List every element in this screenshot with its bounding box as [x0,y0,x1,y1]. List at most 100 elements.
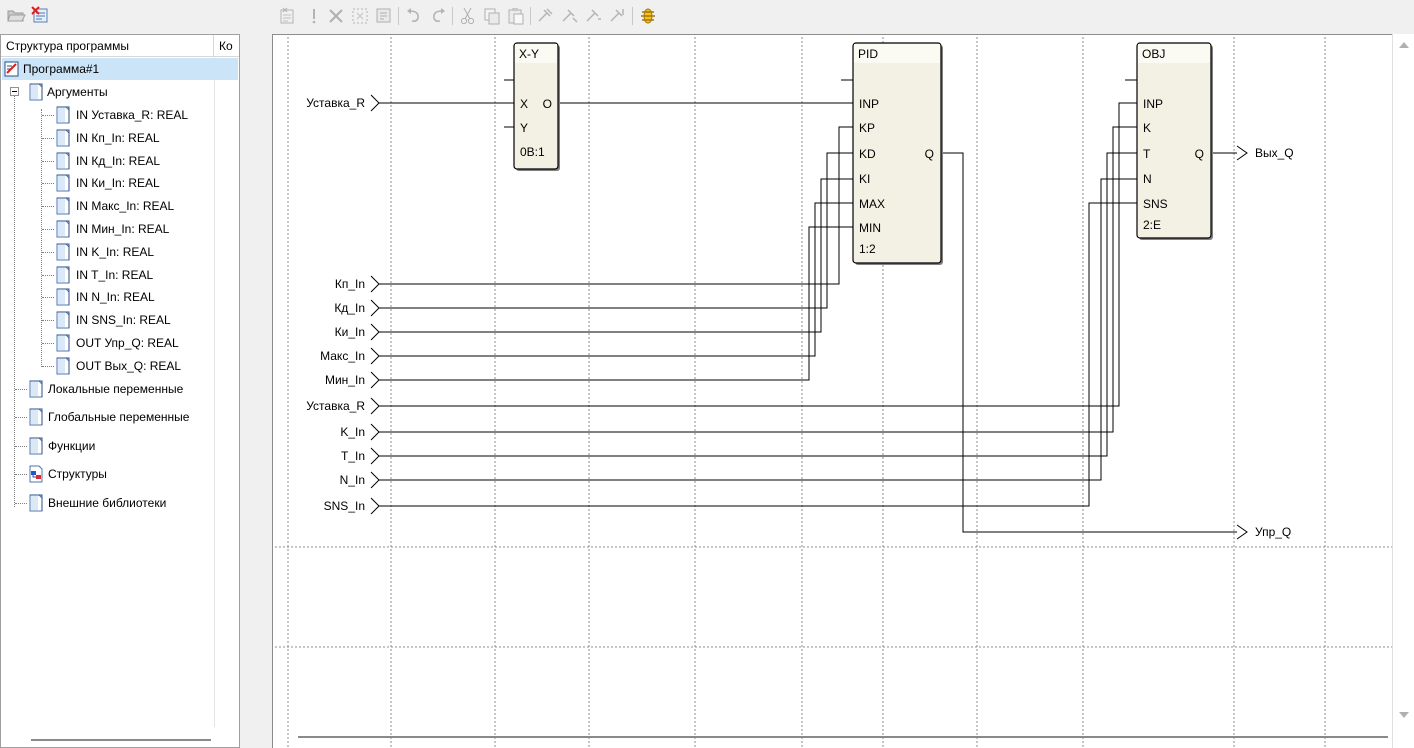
structures-icon [28,465,44,483]
pin-label: MIN [859,221,881,235]
pin-label: INP [859,97,879,111]
tree-item-section[interactable]: Внешние библиотеки [2,492,232,514]
select-area-icon[interactable] [350,6,370,26]
scroll-up-icon[interactable] [1399,42,1409,48]
undo-icon[interactable] [404,6,424,26]
tree-line [15,445,27,447]
delete-icon[interactable] [326,6,346,26]
input-variable-label: Мин_In [325,373,365,387]
tree-item-section[interactable]: Локальные переменные [2,378,232,400]
variable-document-icon [55,266,71,284]
input-variable[interactable]: Кд_In [334,299,380,317]
tree-item-section[interactable]: Структуры [2,463,232,485]
pin-label: Q [925,147,934,161]
tree-item-argument[interactable]: IN Уставка_R: REAL [2,104,232,126]
tree-item-argument[interactable]: OUT Упр_Q: REAL [2,332,232,354]
block-insert-icon[interactable] [374,6,394,26]
tree-item-argument[interactable]: IN T_In: REAL [2,264,232,286]
tree-item-argument[interactable]: IN Кп_In: REAL [2,127,232,149]
input-variable[interactable]: Кп_In [335,275,380,293]
input-variable-label: Кд_In [334,301,365,315]
tree-line [42,365,54,367]
open-folder-icon[interactable] [6,5,26,25]
tree-item-section[interactable]: Глобальные переменные [2,406,232,428]
tree-item-arguments[interactable]: Аргументы [2,81,232,103]
tree-column-divider [214,57,215,727]
exclamation-icon[interactable] [304,6,324,26]
tree-item-argument[interactable]: IN Кд_In: REAL [2,150,232,172]
tree-line [42,343,54,344]
link-tool-1-icon[interactable] [536,6,556,26]
wire [941,152,1237,533]
properties-icon[interactable] [278,6,298,26]
tree-item-argument[interactable]: IN N_In: REAL [2,286,232,308]
wire [379,102,1137,407]
input-variable-label: Уставка_R [306,96,365,110]
input-variable[interactable]: SNS_In [324,497,380,515]
link-tool-2-icon[interactable] [560,6,580,26]
copy-icon[interactable] [482,6,502,26]
tree-header-comment[interactable]: Ко [219,39,233,53]
diagram-vertical-scrollbar[interactable] [1392,34,1414,748]
link-tool-3-icon[interactable] [584,6,604,26]
tree-item-program[interactable]: Программа#1 [2,58,238,80]
link-tool-4-icon[interactable] [608,6,628,26]
tree-item-argument[interactable]: IN Мин_In: REAL [2,218,232,240]
variable-document-icon [55,129,71,147]
input-variable-label: Макс_In [320,349,365,363]
block-footer: 0B:1 [520,145,545,159]
new-item-icon[interactable] [30,5,50,25]
tree-item-label: IN Уставка_R: REAL [76,108,189,122]
input-variable[interactable]: K_In [340,423,380,441]
input-variable[interactable]: Макс_In [320,347,380,365]
wire [379,178,853,333]
pin-label: Y [520,121,528,135]
tree-item-label: Аргументы [47,85,108,99]
wire [379,202,1137,507]
pin-label: INP [1143,97,1163,111]
variable-document-icon [55,152,71,170]
compile-icon[interactable] [638,6,658,26]
tree-item-argument[interactable]: IN Макс_In: REAL [2,195,232,217]
input-variable-label: K_In [340,425,365,439]
pin-label: KD [859,147,876,161]
input-variable[interactable]: Уставка_R [306,397,380,415]
paste-icon[interactable] [506,6,526,26]
tree-line [15,502,27,504]
pid-block-title: PID [858,47,878,61]
program-icon [4,60,20,78]
output-variable[interactable]: Упр_Q [1236,524,1291,540]
input-variable[interactable]: T_In [341,447,380,465]
output-variable[interactable]: Вых_Q [1236,145,1294,161]
cut-icon[interactable] [458,6,478,26]
wire [379,178,1137,481]
redo-icon[interactable] [428,6,448,26]
scroll-down-icon[interactable] [1399,712,1409,718]
pin-label: O [543,97,552,111]
toolbar-separator [452,7,453,25]
tree-horizontal-scrollbar[interactable] [31,739,211,741]
input-variable[interactable]: Ки_In [335,323,380,341]
input-variable[interactable]: Мин_In [325,371,380,389]
tree-item-argument[interactable]: IN Ки_In: REAL [2,172,232,194]
tree-header-structure[interactable]: Структура программы [1,35,214,57]
toolbar-separator [530,7,531,25]
tree-item-argument[interactable]: OUT Вых_Q: REAL [2,355,232,377]
wires [379,79,1237,533]
variable-document-icon [55,243,71,261]
pin-label: T [1143,147,1151,161]
tree-line [15,474,27,476]
tree-item-argument[interactable]: IN K_In: REAL [2,241,232,263]
input-variable-label: N_In [340,473,365,487]
tree-item-section[interactable]: Функции [2,435,232,457]
input-variable[interactable]: Уставка_R [306,94,380,112]
diagram-horizontal-scrollbar[interactable] [298,736,1388,738]
tree-item-argument[interactable]: IN SNS_In: REAL [2,309,232,331]
input-variable[interactable]: N_In [340,471,380,489]
tree-line [42,251,54,253]
collapse-icon[interactable] [10,87,19,96]
